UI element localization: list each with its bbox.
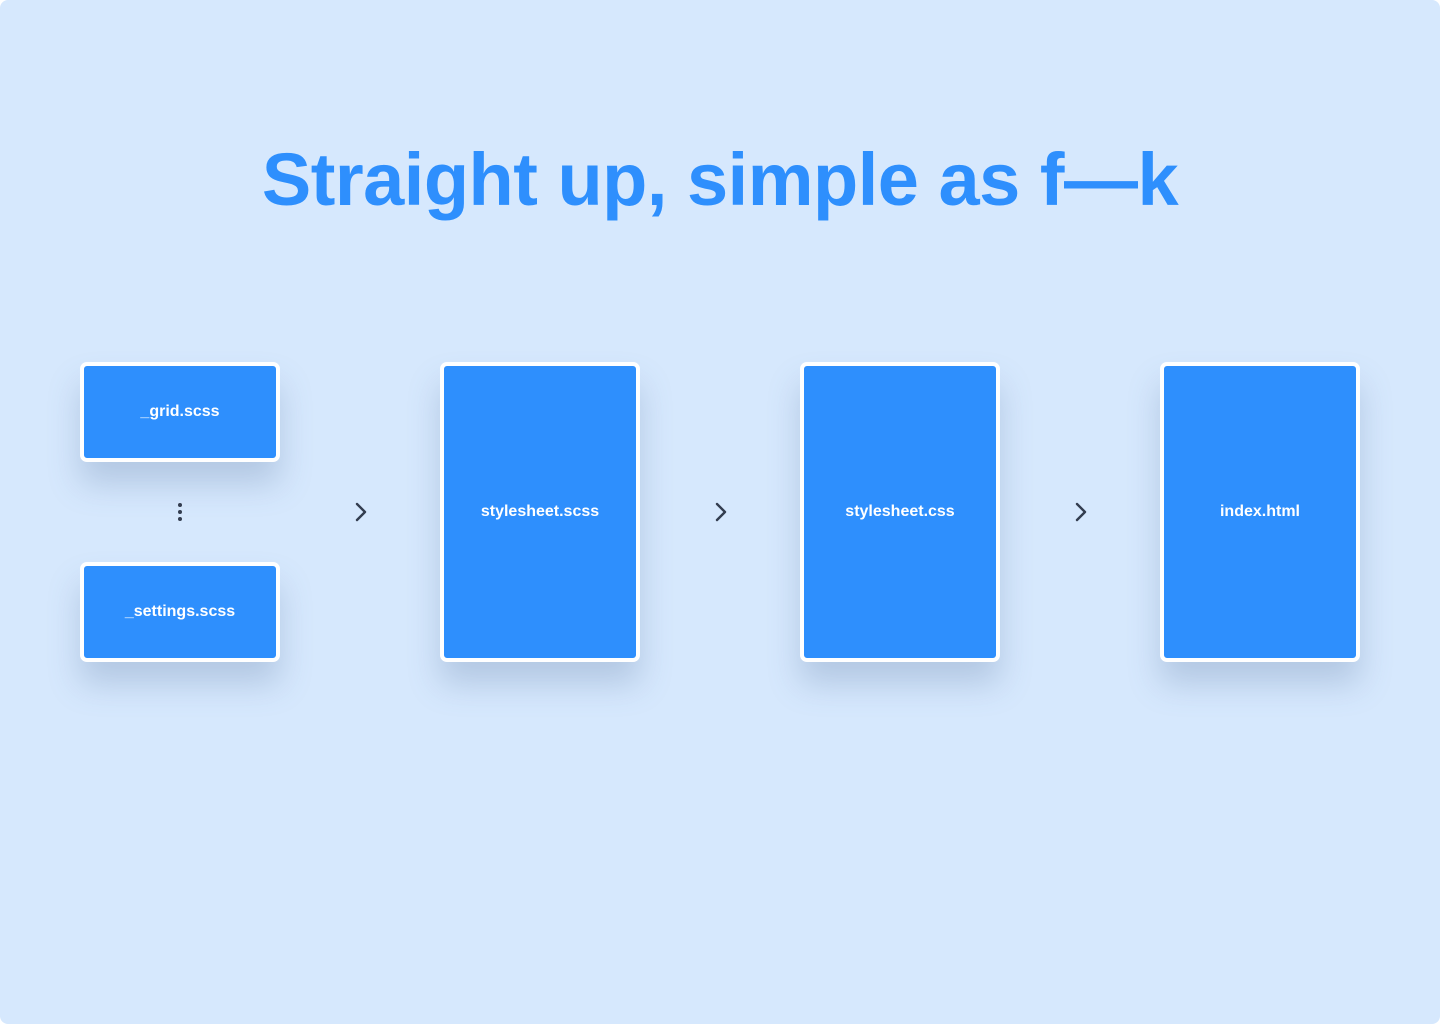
chevron-right-icon: [1075, 502, 1087, 522]
file-card-label: _settings.scss: [124, 603, 236, 620]
file-card-label: index.html: [1219, 503, 1300, 520]
file-card-label: stylesheet.scss: [480, 503, 600, 520]
file-card-settings-scss: _settings.scss: [80, 562, 280, 662]
file-card-stylesheet-scss: stylesheet.scss: [440, 362, 640, 662]
chevron-right-icon: [355, 502, 367, 522]
file-card-index-html: index.html: [1160, 362, 1360, 662]
file-card-stylesheet-css: stylesheet.css: [800, 362, 1000, 662]
chevron-right-icon: [715, 502, 727, 522]
file-card-label: _grid.scss: [140, 403, 220, 420]
page-title: Straight up, simple as f—k: [261, 138, 1179, 221]
file-card-label: stylesheet.css: [845, 503, 955, 520]
file-card-grid-scss: _grid.scss: [80, 362, 280, 462]
vertical-ellipsis-icon: [178, 503, 182, 521]
